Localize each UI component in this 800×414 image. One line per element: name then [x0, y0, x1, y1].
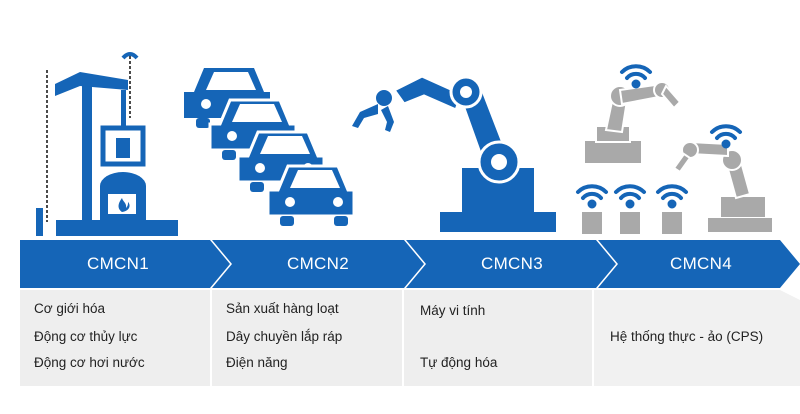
- list-item: Sản xuất hàng loạt: [226, 301, 339, 316]
- chevron-1: [20, 240, 230, 288]
- connected-robots-icon: [576, 64, 772, 234]
- stage-label-3: CMCN3: [481, 254, 543, 273]
- panel-3: [404, 290, 592, 386]
- panel-1: [20, 290, 210, 386]
- list-item: Hệ thống thực - ảo (CPS): [610, 329, 764, 344]
- steam-engine-icon: [36, 52, 178, 236]
- robot-arm-icon: [352, 74, 556, 232]
- text-panels: [20, 290, 800, 386]
- list-item: Cơ giới hóa: [34, 301, 105, 316]
- cars-icon: [184, 68, 356, 226]
- panel-2: [212, 290, 402, 386]
- chevron-3: [406, 240, 616, 288]
- list-item: Tự động hóa: [420, 355, 498, 370]
- stage-label-2: CMCN2: [287, 254, 349, 273]
- list-item: Động cơ hơi nước: [34, 355, 145, 370]
- stage-label-1: CMCN1: [87, 254, 149, 273]
- stage-label-4: CMCN4: [670, 254, 732, 273]
- chevron-bar: [20, 240, 800, 288]
- list-item: Động cơ thủy lực: [34, 329, 138, 344]
- list-item: Điện năng: [226, 355, 288, 370]
- panel-4: [594, 290, 800, 386]
- list-item: Máy vi tính: [420, 303, 486, 318]
- chevron-2: [212, 240, 424, 288]
- list-item: Dây chuyền lắp ráp: [226, 329, 343, 344]
- chevron-4: [598, 240, 800, 288]
